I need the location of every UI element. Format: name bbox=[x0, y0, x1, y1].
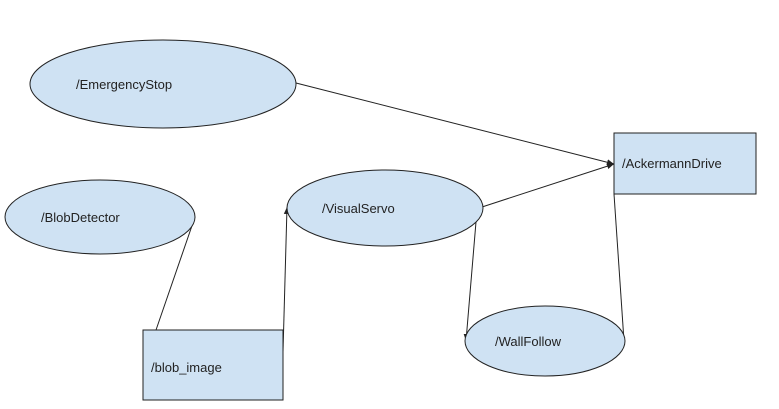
node-visual-servo[interactable]: /VisualServo bbox=[286, 169, 484, 247]
edge-emergencystop-to-ackermanndrive bbox=[295, 82, 615, 166]
edge-ackermanndrive-to-wallfollow bbox=[613, 193, 625, 342]
node-emergency-stop[interactable]: /EmergencyStop bbox=[29, 39, 297, 129]
node-wall-follow-label: /WallFollow bbox=[495, 334, 562, 349]
edge-visualservo-to-ackermanndrive bbox=[481, 163, 615, 208]
node-blob-image-label: /blob_image bbox=[151, 360, 222, 375]
node-emergency-stop-label: /EmergencyStop bbox=[76, 77, 172, 92]
edge-blobdetector-to-blobimage bbox=[155, 216, 196, 331]
edge-visualservo-to-wallfollow bbox=[463, 209, 478, 342]
edge-blobimage-to-visualservo bbox=[282, 206, 290, 353]
node-blob-image[interactable]: /blob_image bbox=[142, 329, 284, 401]
node-blob-detector[interactable]: /BlobDetector bbox=[4, 179, 196, 255]
node-blob-detector-label: /BlobDetector bbox=[41, 210, 120, 225]
node-visual-servo-label: /VisualServo bbox=[322, 201, 395, 216]
node-wall-follow[interactable]: /WallFollow bbox=[464, 305, 626, 377]
node-ackermann-drive-label: /AckermannDrive bbox=[622, 156, 722, 171]
node-ackermann-drive[interactable]: /AckermannDrive bbox=[613, 132, 757, 195]
